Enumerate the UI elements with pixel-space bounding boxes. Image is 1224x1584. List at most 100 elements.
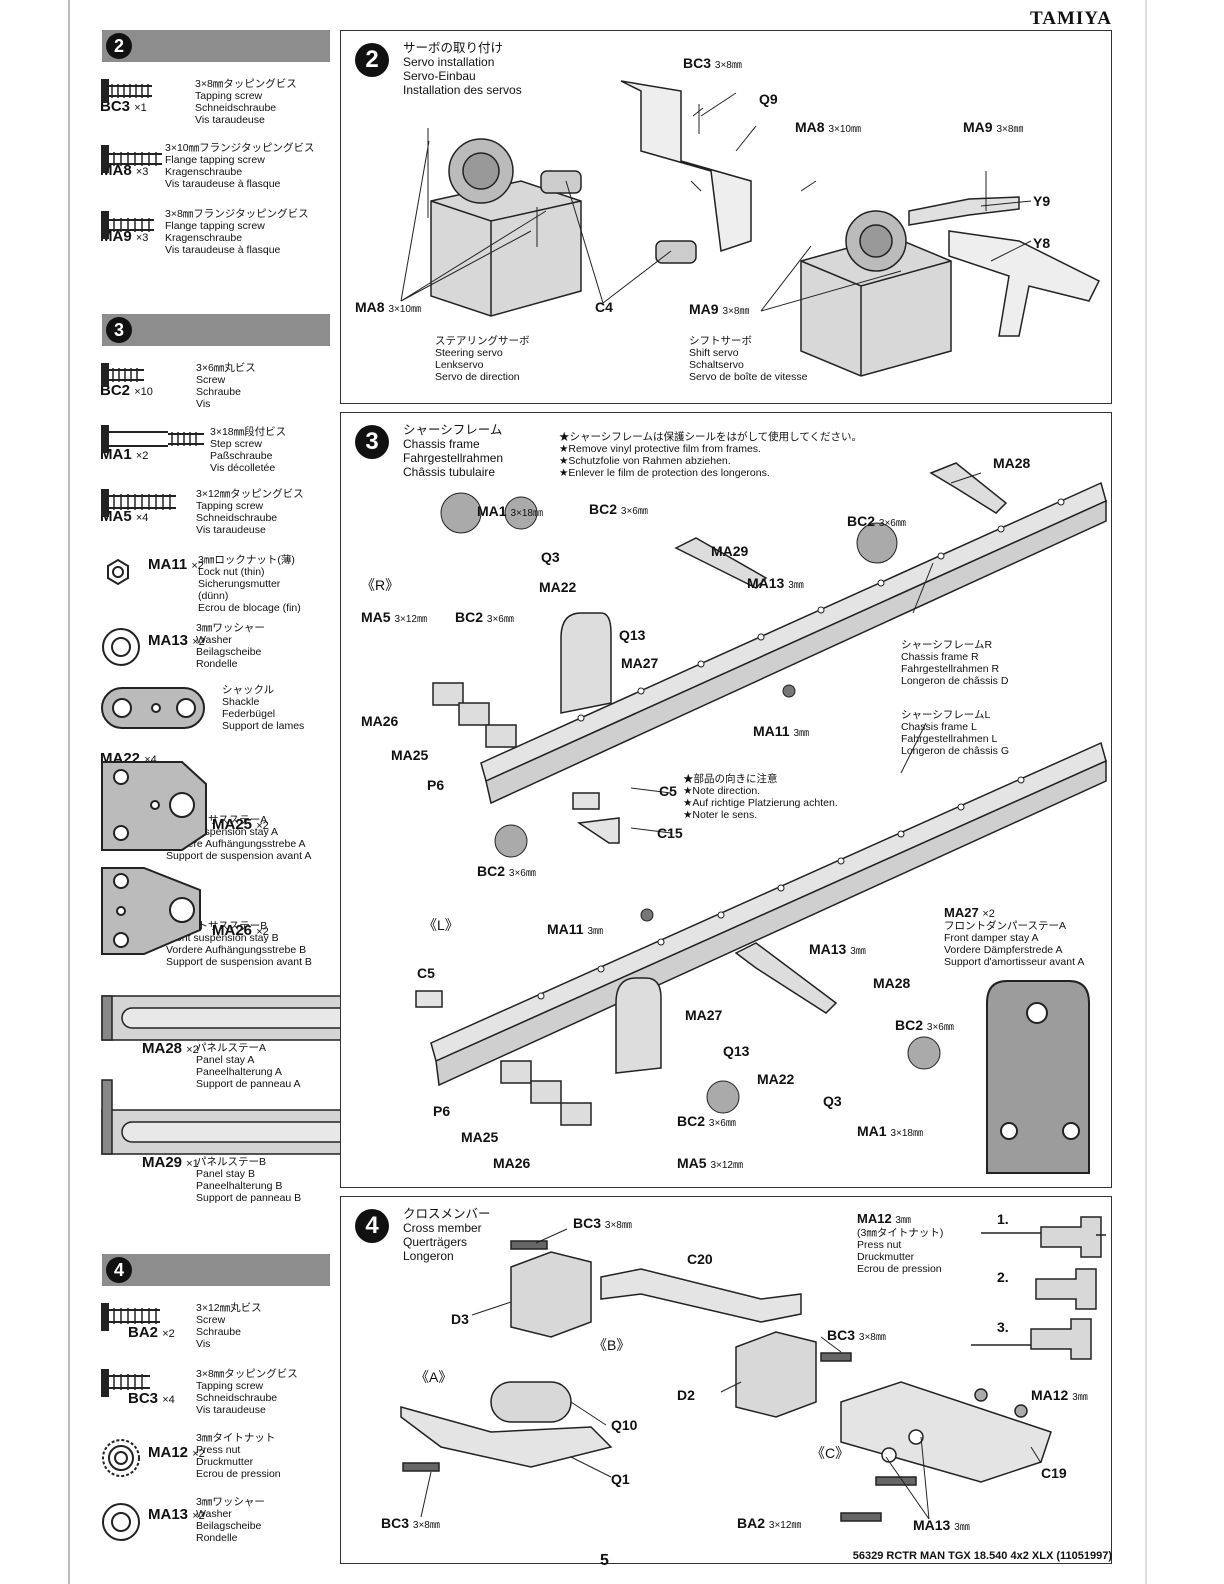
part-label-q13: Q13 xyxy=(723,1043,750,1059)
screw-heads xyxy=(440,492,941,1114)
side-r-label: 《R》 xyxy=(361,577,400,593)
part-code: MA13 ×2 xyxy=(148,1506,205,1523)
screw-icons xyxy=(402,1240,1028,1522)
part-label-ma5: MA5 3×12㎜ xyxy=(361,609,427,625)
part-code: MA25 ×2 xyxy=(212,816,269,833)
part-label-ma11: MA11 3㎜ xyxy=(753,723,810,739)
part-description: 3㎜ワッシャー Washer Beilagscheibe Rondelle xyxy=(196,622,265,670)
leader-lines xyxy=(630,472,982,834)
flange-screw-icon xyxy=(101,211,154,239)
part-code: MA29 ×1 xyxy=(142,1154,199,1171)
footer-product-code: 56329 RCTR MAN TGX 18.540 4x2 XLX (11051… xyxy=(852,1550,1112,1562)
part-label-ma26: MA26 xyxy=(361,713,399,729)
label-c4: C4 xyxy=(595,299,613,315)
cross-member-c19 xyxy=(840,1381,1052,1483)
label-ma9: MA9 3×8㎜ xyxy=(963,119,1024,135)
part-label-p6: P6 xyxy=(433,1103,451,1119)
part-label-ma13: MA13 3㎜ xyxy=(913,1517,970,1533)
part-description: 3×18㎜段付ビス Step screw Paßschraube Vis déc… xyxy=(210,426,287,474)
part-label-bc2: BC2 3×6㎜ xyxy=(477,863,536,879)
press-nut-step-1-diagram xyxy=(1040,1216,1102,1258)
part-label-c5: C5 xyxy=(659,783,677,799)
step-number: 2 xyxy=(355,43,389,77)
part-code: BA2 ×2 xyxy=(128,1324,175,1341)
part-label-c20: C20 xyxy=(687,1251,713,1267)
part-label-q13: Q13 xyxy=(619,627,646,643)
screw-icon xyxy=(101,79,152,103)
part-label-ma1: MA1 3×18㎜ xyxy=(857,1123,923,1139)
part-label-q1: Q1 xyxy=(611,1471,630,1487)
part-label-ma25: MA25 xyxy=(391,747,429,763)
part-label-ma27: MA27 xyxy=(685,1007,723,1023)
part-label-ma26: MA26 xyxy=(493,1155,531,1171)
step-number: 3 xyxy=(355,425,389,459)
part-label-d3: D3 xyxy=(451,1311,469,1327)
part-label-ma29: MA29 xyxy=(711,543,749,559)
step-screw-icon xyxy=(101,425,204,453)
part-label-q3: Q3 xyxy=(823,1093,842,1109)
part-label-bc2: BC2 3×6㎜ xyxy=(455,609,514,625)
bracket-d2 xyxy=(735,1331,817,1418)
washer-icon xyxy=(102,1503,140,1541)
press-nut-icon xyxy=(102,1439,140,1477)
part-label-bc3b: BC3 3×8㎜ xyxy=(827,1327,886,1343)
step-number: 3 xyxy=(106,317,132,343)
part-label-sub_b: 《B》 xyxy=(593,1337,631,1353)
screw-icon xyxy=(101,1303,160,1331)
part-code: MA26 ×2 xyxy=(212,922,269,939)
part-code: MA12 ×2 xyxy=(148,1444,205,1461)
page-edge-line xyxy=(1145,0,1147,1584)
step-number: 2 xyxy=(106,33,132,59)
part-label-ma22: MA22 xyxy=(539,579,577,595)
part-label-bc3c: BC3 3×8㎜ xyxy=(381,1515,440,1531)
part-description: 3×8㎜タッピングビス Tapping screw Schneidschraub… xyxy=(196,1368,298,1416)
part-description: 3㎜タイトナット Press nut Druckmutter Ecrou de … xyxy=(196,1432,281,1480)
part-label-ma22: MA22 xyxy=(757,1071,795,1087)
part-description: 3㎜ロックナット(薄) Lock nut (thin) Sicherungsmu… xyxy=(198,554,301,614)
servo-arm-y9 xyxy=(908,196,1020,226)
lock-nut-icon xyxy=(107,558,129,586)
part-label-sub_c: 《C》 xyxy=(811,1445,850,1461)
step-3-parts-header: 3 xyxy=(102,314,330,346)
ma27-large-callout xyxy=(986,980,1090,1174)
part-label-bc2: BC2 3×6㎜ xyxy=(895,1017,954,1033)
part-label-ma5: MA5 3×12㎜ xyxy=(677,1155,743,1171)
part-description: 3×8㎜フランジタッピングビス Flange tapping screw Kra… xyxy=(165,208,309,256)
part-label-bc3a: BC3 3×8㎜ xyxy=(573,1215,632,1231)
label-q9: Q9 xyxy=(759,91,778,107)
part-code: MA11 ×2 xyxy=(148,556,204,573)
tapping-screw-icon xyxy=(101,489,176,517)
servo-mount-q9 xyxy=(620,80,752,253)
protective-film-notice: ★シャーシフレームは保護シールをはがして使用してください。★Remove vin… xyxy=(559,431,863,479)
part-label-ma25: MA25 xyxy=(461,1129,499,1145)
part-label-d2: D2 xyxy=(677,1387,695,1403)
part-label-ma27: MA27 xyxy=(621,655,659,671)
label-y9: Y9 xyxy=(1033,193,1051,209)
press-nut-step-1: 1. xyxy=(997,1211,1009,1227)
shackle-icon xyxy=(101,687,205,729)
part-code: BC3 ×4 xyxy=(128,1390,175,1407)
press-nut-step-2-diagram xyxy=(1035,1268,1097,1310)
leader-lines xyxy=(400,92,1032,312)
part-code: MA8 ×3 xyxy=(100,162,149,179)
side-l-label: 《L》 xyxy=(423,917,459,933)
part-description: シャックル Shackle Federbügel Support de lame… xyxy=(222,684,305,732)
part-label-ma28: MA28 xyxy=(873,975,911,991)
flange-screw-icon xyxy=(101,145,162,173)
part-label-q3: Q3 xyxy=(541,549,560,565)
part-label-ma13: MA13 3㎜ xyxy=(747,575,804,591)
step-4-parts-header: 4 xyxy=(102,1254,330,1286)
part-description: パネルステーB Panel stay B Paneelhalterung B S… xyxy=(196,1156,302,1204)
brand-logo: TAMIYA xyxy=(1029,8,1112,29)
part-label-sub_a: 《A》 xyxy=(415,1369,453,1385)
servo-assembly-diagram xyxy=(400,80,1101,377)
